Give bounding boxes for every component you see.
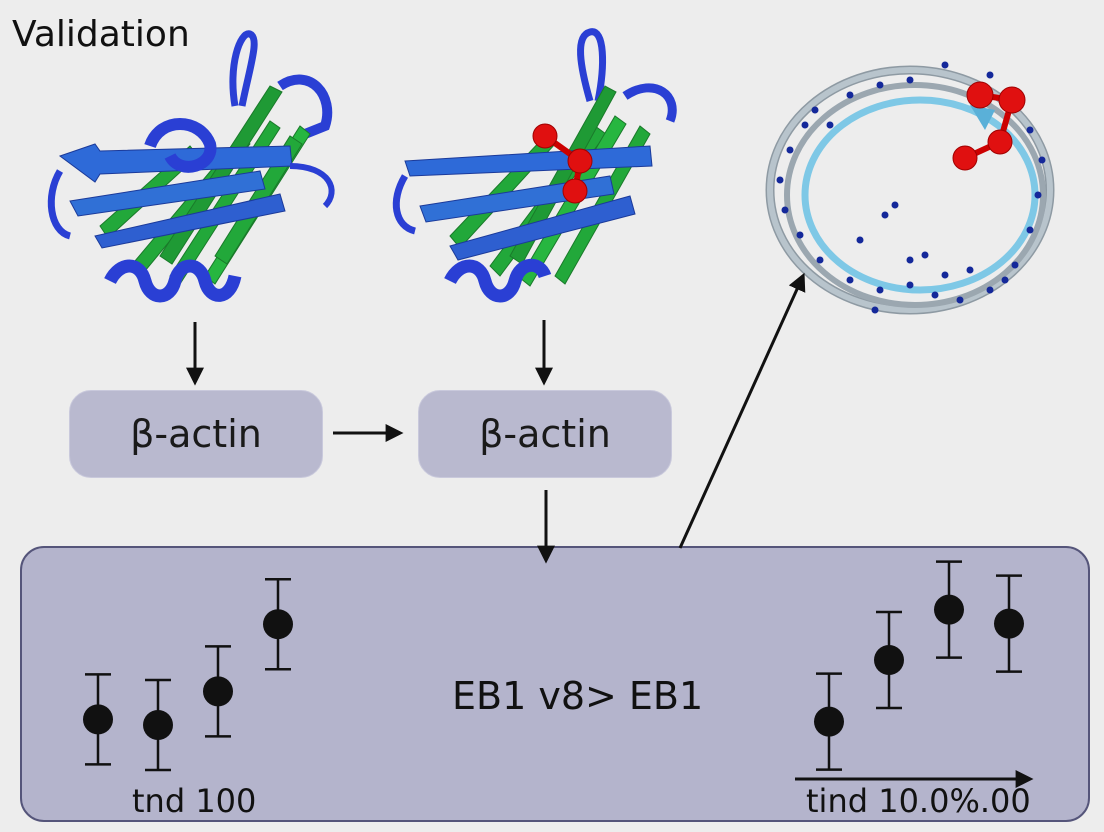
data-point-1 bbox=[814, 672, 844, 771]
left-errorbar-chart bbox=[83, 577, 293, 772]
data-point-4 bbox=[994, 574, 1024, 673]
comparison-expression: EB1 v8> EB1 bbox=[452, 674, 704, 718]
protein-structure-icon bbox=[47, 30, 335, 303]
data-point-1 bbox=[83, 673, 113, 766]
data-point-3 bbox=[203, 645, 233, 738]
ring-structure-icon bbox=[765, 61, 1055, 315]
right-errorbar-chart bbox=[814, 560, 1024, 771]
data-point-3 bbox=[934, 560, 964, 659]
right-axis-label: tind 10.0%.00 bbox=[806, 782, 1031, 820]
beta-actin-box-2: β-actin bbox=[418, 390, 672, 478]
data-point-4 bbox=[263, 577, 293, 671]
results-panel bbox=[20, 546, 1090, 822]
left-axis-label: tnd 100 bbox=[132, 782, 257, 820]
figure-title: Validation bbox=[12, 14, 190, 55]
ligand-bound-protein-icon bbox=[392, 28, 677, 303]
data-point-2 bbox=[874, 610, 904, 710]
beta-actin-box-1: β-actin bbox=[69, 390, 323, 478]
data-point-2 bbox=[143, 678, 173, 772]
